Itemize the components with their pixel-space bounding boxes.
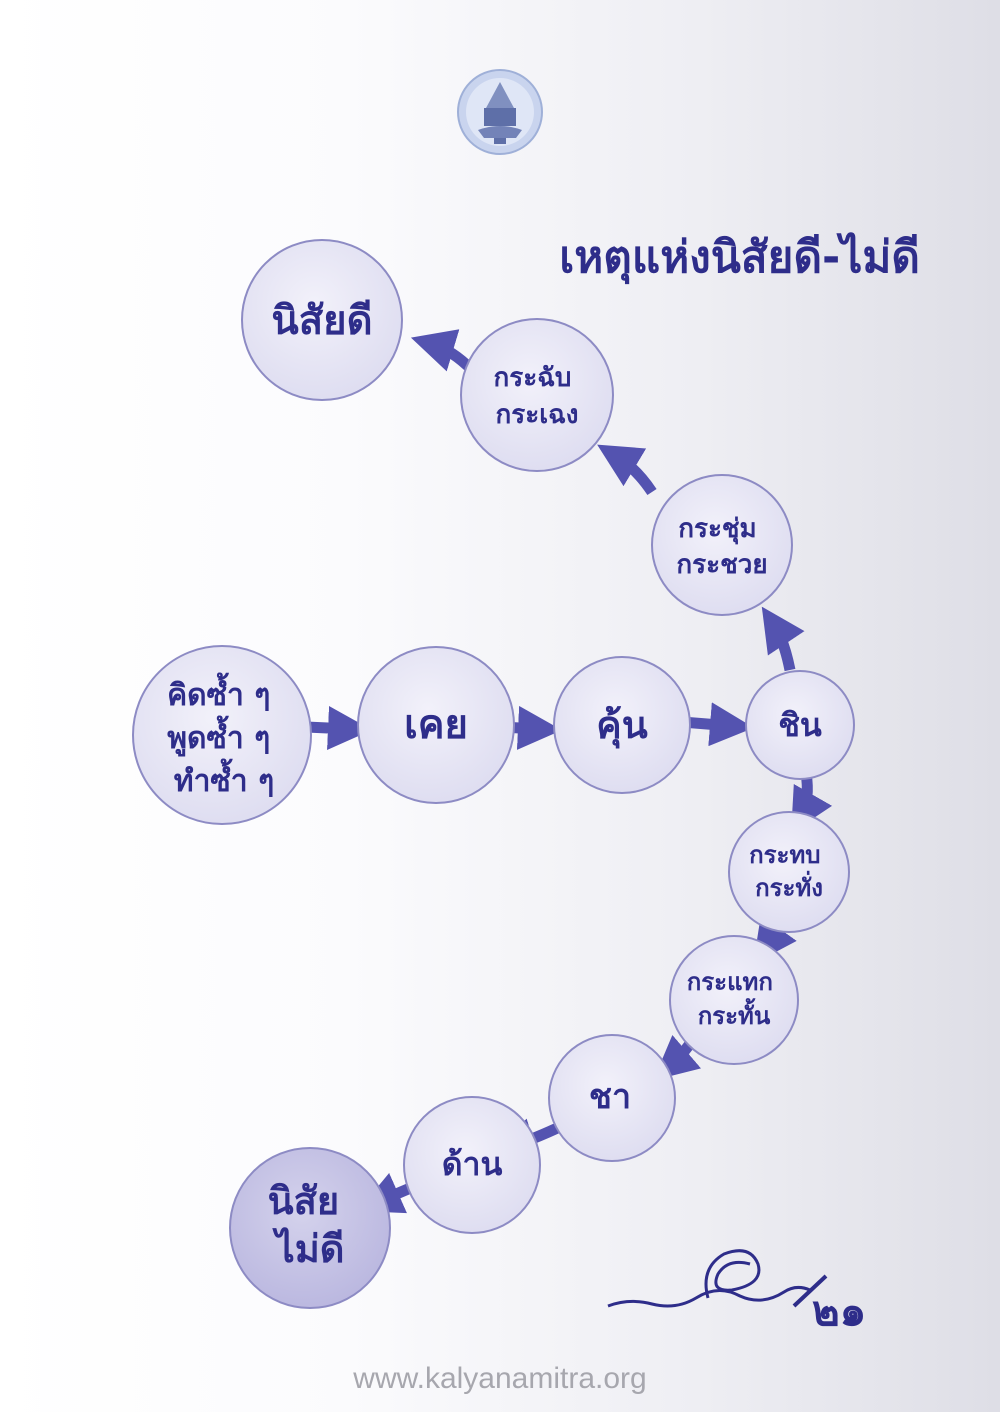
svg-text:กระทบ กระทั่ง: กระทบ กระทั่ง (749, 841, 829, 902)
node-krathaek: กระแทก กระทั้น (669, 935, 799, 1065)
node-khoei: เคย (357, 646, 515, 804)
arrow-chin-to-krachum (761, 606, 805, 672)
node-start-line-3: ทำซ้ำ ๆ (174, 758, 274, 799)
node-cha: ชา (548, 1034, 676, 1162)
svg-text:นิสัย ไม่ดี: นิสัย ไม่ดี (268, 1179, 353, 1271)
node-start-line-1: คิดซ้ำ ๆ (167, 672, 270, 713)
node-krachum-line-1: กระชุ่ม (678, 514, 756, 545)
node-krathop-line-1: กระทบ (749, 841, 820, 869)
temple-emblem-icon (456, 68, 544, 156)
node-bad-habit-line-2: ไม่ดี (272, 1227, 345, 1271)
node-good-habit: นิสัยดี (241, 239, 403, 401)
node-krachum: กระชุ่ม กระชวย (651, 474, 793, 616)
node-krachap-line-1: กระฉับ (494, 363, 572, 393)
signature (600, 1240, 840, 1330)
node-krathop-line-2: กระทั่ง (755, 870, 823, 902)
node-krathaek-line-2: กระทั้น (698, 997, 771, 1030)
page-title: เหตุแห่งนิสัยดี-ไม่ดี (559, 232, 920, 283)
node-krachum-line-2: กระชวย (676, 550, 767, 580)
node-bad-habit: นิสัย ไม่ดี (229, 1147, 391, 1309)
node-khoei-label: เคย (404, 702, 468, 748)
node-dan: ด้าน (403, 1096, 541, 1234)
node-krachap: กระฉับ กระเฉง (460, 318, 614, 472)
svg-text:กระฉับ กระเฉง: กระฉับ กระเฉง (494, 363, 581, 430)
arrow-start-to-khoei (305, 706, 372, 750)
svg-text:กระชุ่ม กระชวย: กระชุ่ม กระชวย (676, 514, 767, 580)
node-chin-label: ชิน (778, 706, 822, 744)
svg-text:กระแทก กระทั้น: กระแทก กระทั้น (687, 968, 782, 1030)
node-start: คิดซ้ำ ๆ พูดซ้ำ ๆ ทำซ้ำ ๆ (132, 645, 312, 825)
svg-text:คิดซ้ำ ๆ พูดซ้ำ ๆ: คิดซ้ำ ๆ พูดซ้ำ ๆ ทำซ้ำ ๆ (167, 672, 281, 799)
node-khun-label: คุ้น (596, 703, 647, 749)
node-dan-label: ด้าน (442, 1145, 503, 1183)
node-good-habit-label: นิสัยดี (271, 298, 372, 344)
node-krathop: กระทบ กระทั่ง (728, 811, 850, 933)
node-chin: ชิน (745, 670, 855, 780)
node-khun: คุ้น (553, 656, 691, 794)
node-start-line-2: พูดซ้ำ ๆ (167, 715, 270, 757)
website-footer: www.kalyanamitra.org (353, 1362, 647, 1395)
node-krachap-line-2: กระเฉง (496, 400, 579, 430)
node-krathaek-line-1: กระแทก (687, 968, 773, 996)
page-number: ๒๑ (812, 1286, 867, 1335)
arrow-krachum-to-krachap (597, 444, 657, 496)
node-cha-label: ชา (589, 1077, 631, 1117)
node-bad-habit-line-1: นิสัย (268, 1179, 339, 1223)
